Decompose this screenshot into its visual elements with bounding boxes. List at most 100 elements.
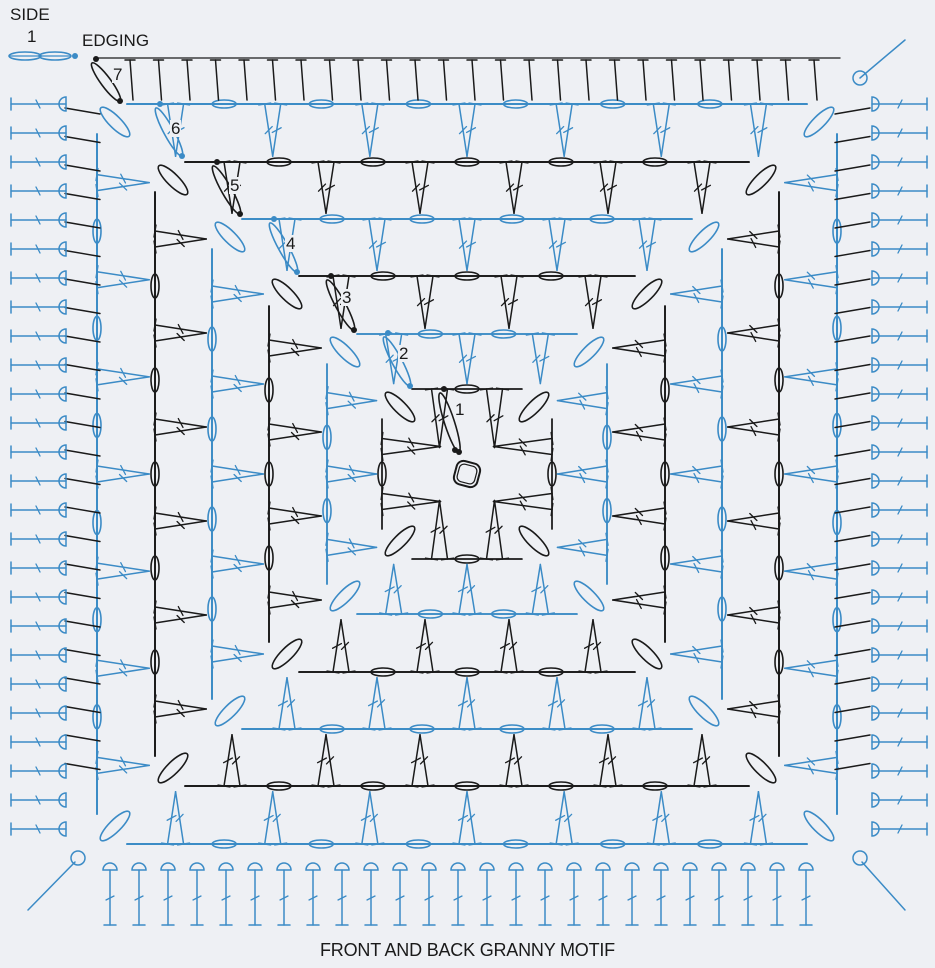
round-label-7: 7	[112, 66, 123, 83]
corner-chain	[516, 389, 553, 426]
corner-stitch-head	[71, 851, 85, 865]
edging-post	[814, 60, 817, 100]
edging-post	[835, 251, 870, 257]
corner-chain	[743, 750, 780, 787]
edging-post	[65, 422, 100, 428]
edging-stitch-head	[567, 863, 581, 870]
corner-chain	[686, 219, 723, 256]
corner-chain	[571, 334, 608, 371]
edging-stitch-head	[596, 863, 610, 870]
edging-post	[729, 60, 732, 100]
edging-stitch-head	[451, 863, 465, 870]
edging-post	[65, 194, 100, 200]
edging-post	[835, 450, 870, 456]
corner-chain	[155, 162, 192, 199]
round-start-dot	[214, 159, 220, 165]
corner-chain	[327, 578, 364, 615]
edging-post	[65, 279, 100, 285]
round-start-dot	[385, 330, 391, 336]
corner-stitch	[28, 862, 75, 910]
corner-stitch	[860, 40, 905, 78]
edging-stitch-head	[393, 863, 407, 870]
edging-post	[835, 593, 870, 599]
edging-stitch-head	[799, 863, 813, 870]
edging-post	[65, 165, 100, 171]
edging-post	[835, 650, 870, 656]
edging-post	[387, 60, 390, 100]
edging-stitch-head	[219, 863, 233, 870]
round-start-dot	[157, 101, 163, 107]
round-start-dot	[351, 327, 357, 333]
edging-label: EDGING	[82, 31, 149, 51]
round-start-dot	[237, 211, 243, 217]
edging-post	[835, 678, 870, 684]
corner-chain	[629, 276, 666, 313]
edging-post	[65, 308, 100, 314]
round-label-5: 5	[229, 177, 240, 194]
edging-stitch-head	[683, 863, 697, 870]
edging-post	[65, 650, 100, 656]
edging-post	[65, 735, 100, 741]
edging-post	[65, 564, 100, 570]
edging-post	[187, 60, 190, 100]
centre-ring	[452, 459, 481, 488]
edging-post	[835, 393, 870, 399]
edging-stitch-head	[538, 863, 552, 870]
edging-post	[835, 108, 870, 114]
edging-stitch-head	[161, 863, 175, 870]
edging-post	[65, 621, 100, 627]
corner-chain	[571, 578, 608, 615]
corner-chain	[269, 276, 306, 313]
edging-post	[65, 108, 100, 114]
edging-post	[65, 137, 100, 143]
corner-chain	[97, 808, 134, 845]
round-start-dot	[93, 56, 99, 62]
edging-stitch-head	[364, 863, 378, 870]
edging-post	[786, 60, 789, 100]
edging-post	[835, 365, 870, 371]
edging-stitch-head	[712, 863, 726, 870]
edging-stitch-head	[335, 863, 349, 870]
edging-stitch-head	[654, 863, 668, 870]
edging-post	[130, 60, 133, 100]
edging-post	[65, 251, 100, 257]
round-start-dot	[407, 383, 413, 389]
edging-post	[835, 536, 870, 542]
edging-post	[65, 536, 100, 542]
corner-stitch-head	[853, 851, 867, 865]
round-start-dot	[117, 98, 123, 104]
round-label-6: 6	[170, 120, 181, 137]
round-start-dot	[452, 447, 458, 453]
corner-chain	[212, 693, 249, 730]
edging-stitch-head	[480, 863, 494, 870]
round-start-dot	[328, 273, 334, 279]
edging-stitch-head	[248, 863, 262, 870]
corner-chain	[629, 636, 666, 673]
edging-post	[415, 60, 418, 100]
edging-post	[529, 60, 532, 100]
edging-post	[65, 479, 100, 485]
side-number: 1	[27, 27, 36, 47]
edging-post	[835, 279, 870, 285]
edging-post	[273, 60, 276, 100]
corner-stitch	[862, 862, 905, 910]
edging-post	[615, 60, 618, 100]
edging-post	[835, 194, 870, 200]
edging-post	[65, 507, 100, 513]
edging-post	[65, 764, 100, 770]
edging-post	[65, 450, 100, 456]
edging-post	[472, 60, 475, 100]
edging-post	[301, 60, 304, 100]
edging-stitch-head	[277, 863, 291, 870]
corner-chain	[801, 104, 838, 141]
corner-chain	[97, 104, 134, 141]
edging-stitch-head	[509, 863, 523, 870]
edging-post	[757, 60, 760, 100]
edging-stitch-head	[422, 863, 436, 870]
corner-chain	[382, 523, 419, 560]
edging-stitch-head	[190, 863, 204, 870]
round-start-dot	[294, 269, 300, 275]
edging-post	[835, 507, 870, 513]
edging-stitch-head	[103, 863, 117, 870]
